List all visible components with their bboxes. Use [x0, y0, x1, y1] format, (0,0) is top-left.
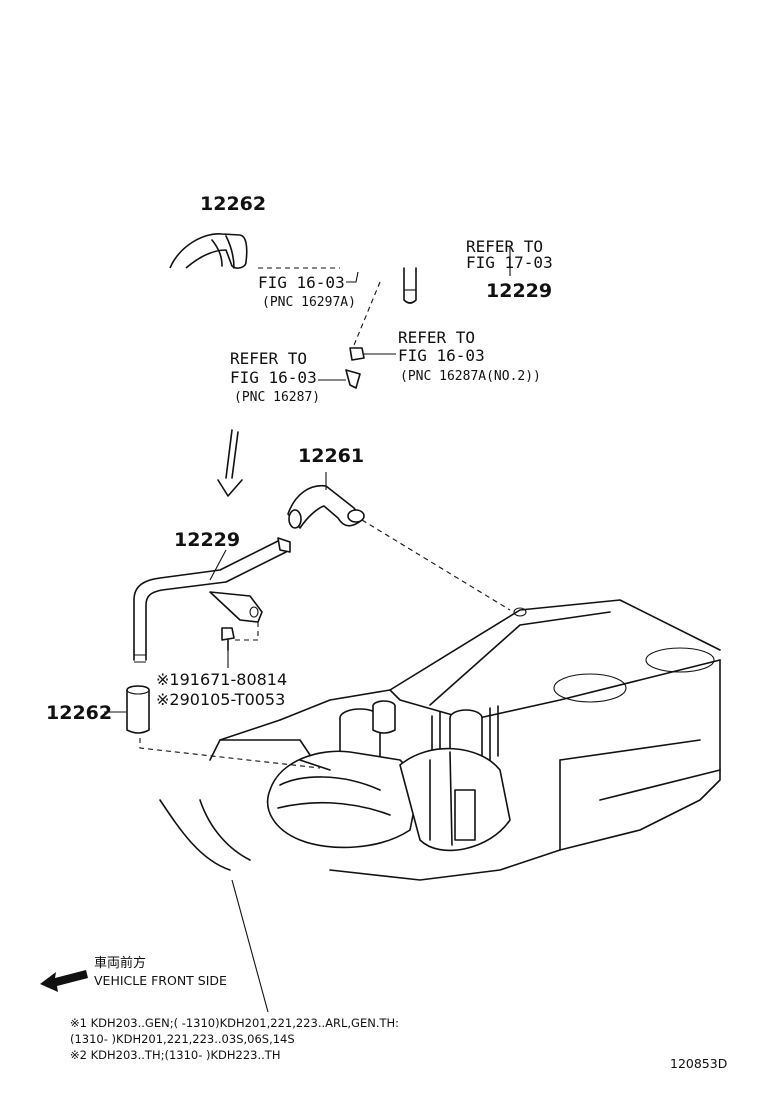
pipe-12229	[133, 537, 291, 663]
front-side-en-label: VEHICLE FRONT SIDE	[94, 973, 227, 988]
vehicle-front-arrow-icon	[40, 970, 88, 992]
bolt-part-1-label: ※191671-80814	[156, 670, 287, 689]
footnote-1-continued: (1310- )KDH201,221,223..03S,06S,14S	[70, 1032, 295, 1046]
part-12229-label: 12229	[174, 529, 240, 551]
bolt	[221, 627, 235, 651]
engine-illustration	[159, 599, 721, 881]
footnote-2: ※2 KDH203..TH;(1310- )KDH223..TH	[70, 1048, 280, 1062]
illustration-id: 120853D	[670, 1056, 727, 1071]
hose-12261	[287, 485, 365, 529]
ref-mid-right-pnc: (PNC 16287A(NO.2))	[400, 369, 541, 384]
footnote-1: ※1 KDH203..GEN;( -1310)KDH201,221,223..A…	[70, 1016, 399, 1030]
hose-12262-bottom	[126, 685, 150, 734]
ref-top-left-pnc: (PNC 16297A)	[262, 295, 356, 310]
ref-mid-left-line1: REFER TO	[230, 349, 307, 368]
ref-top-left-fig: FIG 16-03	[258, 273, 345, 292]
ref-mid-left-pnc: (PNC 16287)	[234, 390, 320, 405]
ref-mid-left-fig: FIG 16-03	[230, 368, 317, 387]
part-12261-label: 12261	[298, 445, 364, 467]
part-12262-top-label: 12262	[200, 193, 266, 215]
pipe-stub-mid	[345, 347, 365, 389]
part-12229-ref-label: 12229	[486, 280, 552, 302]
hose-12262-top	[169, 233, 248, 269]
ref-mid-right-line1: REFER TO	[398, 328, 475, 347]
bolt-part-2-label: ※290105-T0053	[156, 690, 285, 709]
front-side-jp-label: 車両前方	[94, 955, 146, 971]
part-12262-bottom-label: 12262	[46, 702, 112, 724]
pipe-stub-top	[403, 267, 417, 304]
ref-top-right-line1: REFER TO	[466, 237, 543, 256]
leader-lines	[104, 246, 511, 1013]
ref-top-right-fig: FIG 17-03	[466, 253, 553, 272]
down-arrow-icon	[217, 429, 243, 497]
ref-mid-right-fig: FIG 16-03	[398, 346, 485, 365]
